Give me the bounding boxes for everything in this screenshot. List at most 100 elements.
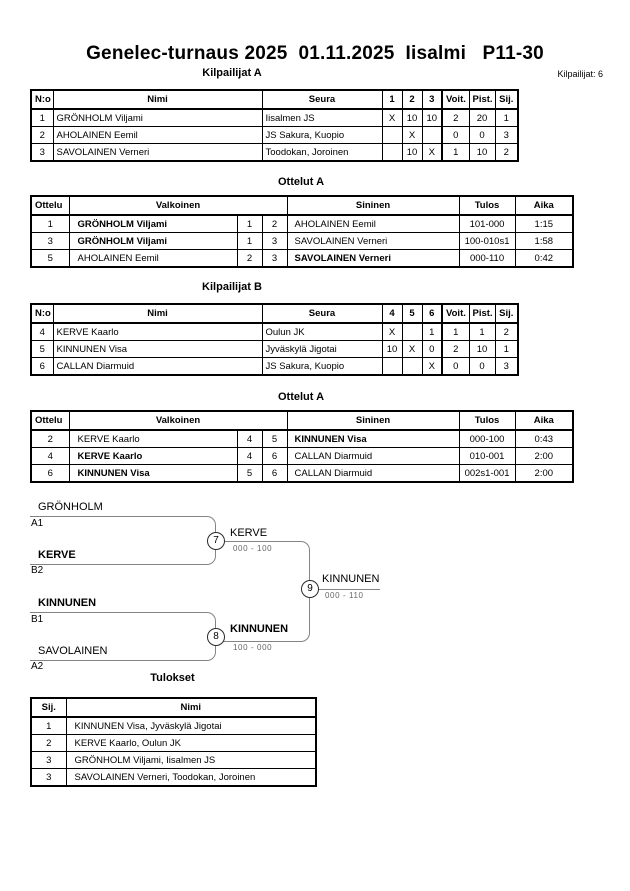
cell-result-1 xyxy=(381,126,403,144)
cell-no: 1 xyxy=(30,108,54,127)
cell-club: Toodokan, Joroinen xyxy=(261,143,383,162)
col-header-result: Tulos xyxy=(458,195,516,216)
cell-place: 3 xyxy=(494,357,519,376)
cell-match-no: 6 xyxy=(30,464,70,483)
col-header-name: Nimi xyxy=(65,697,317,718)
matches-b-table: Ottelu Valkoinen Sininen Tulos Aika 2 KE… xyxy=(30,410,575,483)
cell-result-6: 1 xyxy=(421,322,443,341)
cell-name: GRÖNHOLM Viljami, Iisalmen JS xyxy=(65,751,317,769)
col-header-time: Aika xyxy=(514,410,574,431)
bracket-match-number: 8 xyxy=(207,628,225,646)
cell-white-name: AHOLAINEN Eemil xyxy=(68,249,238,268)
cell-no: 3 xyxy=(30,143,54,162)
cell-blue-name: SAVOLAINEN Verneri xyxy=(286,232,460,250)
cell-blue-no: 6 xyxy=(261,447,288,465)
table-header-row: N:o Nimi Seura 4 5 6 Voit. Pist. Sij. xyxy=(30,303,519,324)
cell-time: 0:42 xyxy=(514,249,574,268)
cell-result-4 xyxy=(381,357,403,376)
col-header-club: Seura xyxy=(261,303,383,324)
cell-white-name: KINNUNEN Visa xyxy=(68,464,238,483)
cell-white-name: GRÖNHOLM Viljami xyxy=(68,232,238,250)
group-b-heading: Kilpailijat B xyxy=(202,281,262,293)
table-row: 5 AHOLAINEN Eemil 2 3 SAVOLAINEN Verneri… xyxy=(30,249,574,268)
bracket-seed-code: A2 xyxy=(31,661,44,672)
table-row: 3 GRÖNHOLM Viljami, Iisalmen JS xyxy=(30,751,317,769)
cell-blue-no: 5 xyxy=(261,429,288,448)
col-header-no: N:o xyxy=(30,89,54,110)
cell-name: KINNUNEN Visa, Jyväskylä Jigotai xyxy=(65,716,317,735)
cell-name: KERVE Kaarlo, Oulun JK xyxy=(65,734,317,752)
cell-name: KINNUNEN Visa xyxy=(52,340,263,358)
cell-no: 6 xyxy=(30,357,54,376)
bracket-seed-code: B2 xyxy=(31,565,44,576)
col-header-place: Sij. xyxy=(494,89,519,110)
col-header-6: 6 xyxy=(421,303,443,324)
col-header-white: Valkoinen xyxy=(68,195,288,216)
bracket-connector-line xyxy=(216,589,310,642)
cell-result-3 xyxy=(421,126,443,144)
cell-match-no: 4 xyxy=(30,447,70,465)
col-header-points: Pist. xyxy=(468,89,496,110)
col-header-1: 1 xyxy=(381,89,403,110)
table-row: 3 GRÖNHOLM Viljami 1 3 SAVOLAINEN Verner… xyxy=(30,232,574,250)
cell-blue-name: SAVOLAINEN Verneri xyxy=(286,249,460,268)
cell-points: 10 xyxy=(468,340,496,358)
cell-time: 1:58 xyxy=(514,232,574,250)
col-header-2: 2 xyxy=(401,89,423,110)
cell-white-no: 4 xyxy=(236,447,263,465)
cell-club: JS Sakura, Kuopio xyxy=(261,357,383,376)
table-row: 4 KERVE Kaarlo Oulun JK X 1 1 1 2 xyxy=(30,322,519,341)
cell-match-no: 3 xyxy=(30,232,70,250)
table-row: 6 KINNUNEN Visa 5 6 CALLAN Diarmuid 002s… xyxy=(30,464,574,483)
matches-a-table: Ottelu Valkoinen Sininen Tulos Aika 1 GR… xyxy=(30,195,575,268)
cell-time: 0:43 xyxy=(514,429,574,448)
results-table: Sij. Nimi 1 KINNUNEN Visa, Jyväskylä Jig… xyxy=(30,697,317,787)
group-a-heading: Kilpailijat A xyxy=(202,67,262,79)
cell-time: 2:00 xyxy=(514,447,574,465)
table-row: 6 CALLAN Diarmuid JS Sakura, Kuopio X 0 … xyxy=(30,357,519,376)
col-header-match: Ottelu xyxy=(30,195,70,216)
cell-result-3: X xyxy=(421,143,443,162)
table-header-row: Sij. Nimi xyxy=(30,697,317,718)
cell-points: 10 xyxy=(468,143,496,162)
bracket-connector-line xyxy=(216,541,310,589)
cell-result: 000-110 xyxy=(458,249,516,268)
cell-no: 4 xyxy=(30,322,54,341)
cell-result-4: 10 xyxy=(381,340,403,358)
cell-place: 2 xyxy=(494,322,519,341)
table-row: 2 KERVE Kaarlo, Oulun JK xyxy=(30,734,317,752)
cell-white-name: GRÖNHOLM Viljami xyxy=(68,214,238,233)
cell-club: JS Sakura, Kuopio xyxy=(261,126,383,144)
cell-place: 2 xyxy=(494,143,519,162)
bracket-match-score: 000 - 110 xyxy=(325,591,364,600)
cell-time: 1:15 xyxy=(514,214,574,233)
cell-name: SAVOLAINEN Verneri, Toodokan, Joroinen xyxy=(65,768,317,787)
cell-white-name: KERVE Kaarlo xyxy=(68,429,238,448)
cell-no: 5 xyxy=(30,340,54,358)
matches-b-heading: Ottelut A xyxy=(277,391,325,403)
cell-no: 2 xyxy=(30,126,54,144)
bracket-seed-name: KERVE xyxy=(38,549,76,561)
cell-time: 2:00 xyxy=(514,464,574,483)
cell-white-no: 5 xyxy=(236,464,263,483)
col-header-club: Seura xyxy=(261,89,383,110)
cell-name: AHOLAINEN Eemil xyxy=(52,126,263,144)
bracket-match-score: 000 - 100 xyxy=(233,544,273,553)
cell-result: 100-010s1 xyxy=(458,232,516,250)
results-heading: Tulokset xyxy=(150,672,195,684)
cell-result-2: 10 xyxy=(401,108,423,127)
page-title: Genelec-turnaus 2025 01.11.2025 Iisalmi … xyxy=(86,43,544,64)
cell-points: 1 xyxy=(468,322,496,341)
bracket-seed-name: KINNUNEN xyxy=(38,597,97,609)
cell-white-no: 1 xyxy=(236,232,263,250)
cell-result-5: X xyxy=(401,340,423,358)
competitors-count: Kilpailijat: 6 xyxy=(557,69,603,79)
cell-blue-name: CALLAN Diarmuid xyxy=(286,447,460,465)
table-row: 2 KERVE Kaarlo 4 5 KINNUNEN Visa 000-100… xyxy=(30,429,574,448)
col-header-name: Nimi xyxy=(52,89,263,110)
cell-club: Iisalmen JS xyxy=(261,108,383,127)
cell-white-no: 1 xyxy=(236,214,263,233)
table-header-row: N:o Nimi Seura 1 2 3 Voit. Pist. Sij. xyxy=(30,89,519,110)
cell-result-4: X xyxy=(381,322,403,341)
